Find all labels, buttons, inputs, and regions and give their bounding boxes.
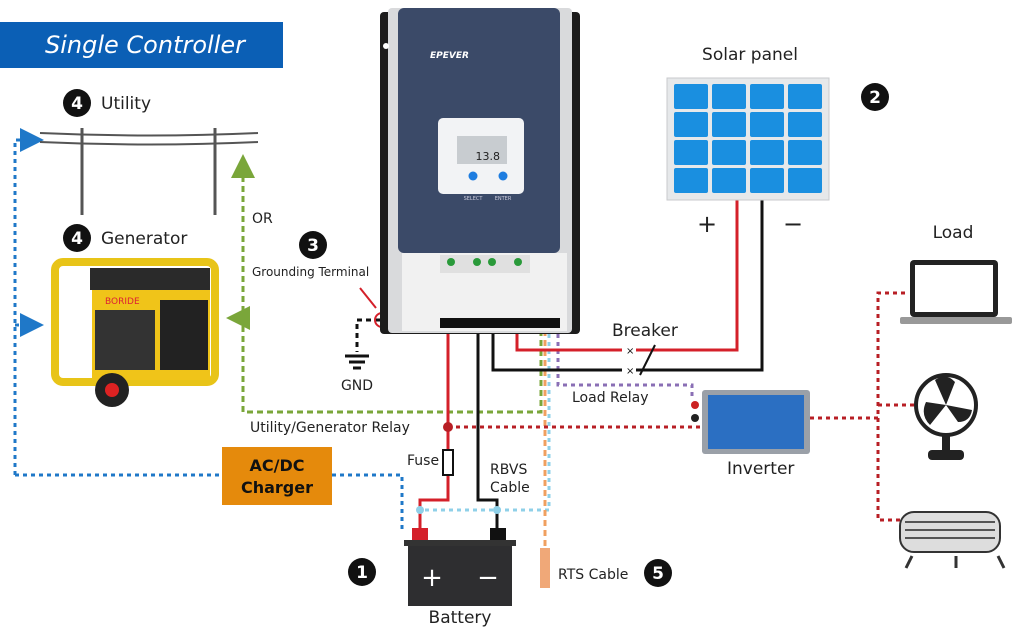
solar-cell [750, 168, 784, 193]
solar-cell [750, 140, 784, 165]
display-value: 13.8 [476, 150, 501, 163]
utility-poles-icon [39, 128, 259, 215]
junction-dot [443, 422, 453, 432]
battery: + − [404, 528, 516, 606]
charger-label-line2: Charger [241, 478, 313, 497]
battery-label: Battery [429, 608, 492, 628]
utility-wire [13, 128, 404, 530]
badge-ground [299, 231, 327, 259]
load-relay-label: Load Relay [572, 390, 649, 406]
heater-icon [899, 511, 1006, 569]
select-button[interactable] [468, 171, 478, 181]
generator-label: Generator [101, 229, 187, 249]
utility-generator-relay-wire [226, 154, 543, 414]
badge-solar [861, 83, 889, 111]
title-banner: Single Controller [0, 22, 283, 68]
generator-icon: BORIDE [51, 258, 219, 407]
solar-cell [788, 84, 822, 109]
solar-minus-sign: − [783, 210, 803, 238]
battery-minus: − [477, 563, 499, 593]
utility-label: Utility [101, 94, 151, 114]
utility-generator-relay-label: Utility/Generator Relay [250, 420, 410, 436]
solar-cell [674, 140, 708, 165]
inverter-label: Inverter [727, 459, 794, 479]
battery-negative-wire [476, 265, 499, 530]
svg-text:5: 5 [652, 564, 664, 584]
ground-symbol [345, 318, 380, 370]
svg-text:4: 4 [71, 229, 83, 249]
battery-plus: + [421, 563, 443, 593]
rts-cable-label: RTS Cable [558, 567, 628, 583]
solar-cell [674, 112, 708, 137]
or-label: OR [252, 211, 273, 227]
enter-button[interactable] [498, 171, 508, 181]
fuse-label: Fuse [407, 453, 439, 469]
select-label: SELECT [464, 196, 484, 202]
inverter [691, 390, 810, 454]
solar-cell [788, 112, 822, 137]
lcd-display [457, 136, 507, 164]
solar-panel-label: Solar panel [702, 45, 798, 65]
breaker: × × [622, 344, 656, 377]
laptop-icon [900, 260, 1012, 324]
badge-generator [63, 224, 91, 252]
solar-panel [666, 77, 830, 201]
charger-label-line1: AC/DC [250, 456, 305, 475]
solar-plus-sign: + [697, 210, 717, 238]
rbvs-cable-label: Cable [490, 480, 530, 496]
solar-cell [788, 168, 822, 193]
rbvs-label: RBVS [490, 462, 527, 478]
solar-cell [712, 84, 746, 109]
svg-text:4: 4 [71, 94, 83, 114]
solar-charge-controller: EPEVER 13.8 SELECT ENTER [380, 8, 580, 334]
svg-text:×: × [626, 346, 634, 357]
arrow-icon [359, 287, 377, 309]
svg-text:1: 1 [356, 563, 368, 583]
generator-brand: BORIDE [105, 297, 140, 307]
load-label: Load [933, 223, 974, 243]
badge-rts [644, 559, 672, 587]
title: Single Controller [45, 31, 247, 59]
ac-dc-charger: AC/DC Charger [222, 447, 332, 505]
solar-cell [674, 84, 708, 109]
breaker-label: Breaker [612, 321, 678, 341]
solar-cell [674, 168, 708, 193]
solar-cell [750, 112, 784, 137]
fuse [442, 449, 454, 476]
gnd-label: GND [341, 378, 373, 394]
badge-utility [63, 89, 91, 117]
solar-cell [712, 140, 746, 165]
fan-icon [914, 373, 978, 460]
svg-text:2: 2 [869, 88, 881, 108]
enter-label: ENTER [495, 196, 512, 202]
rts-sensor [540, 548, 550, 588]
svg-text:3: 3 [307, 236, 319, 256]
solar-cell [750, 84, 784, 109]
solar-cell [788, 140, 822, 165]
solar-cell [712, 168, 746, 193]
grounding-terminal-label: Grounding Terminal [252, 265, 369, 279]
load-wire [448, 291, 915, 522]
badge-battery [348, 558, 376, 586]
brand-logo: EPEVER [430, 51, 469, 61]
svg-text:×: × [626, 366, 634, 377]
solar-cell [712, 112, 746, 137]
